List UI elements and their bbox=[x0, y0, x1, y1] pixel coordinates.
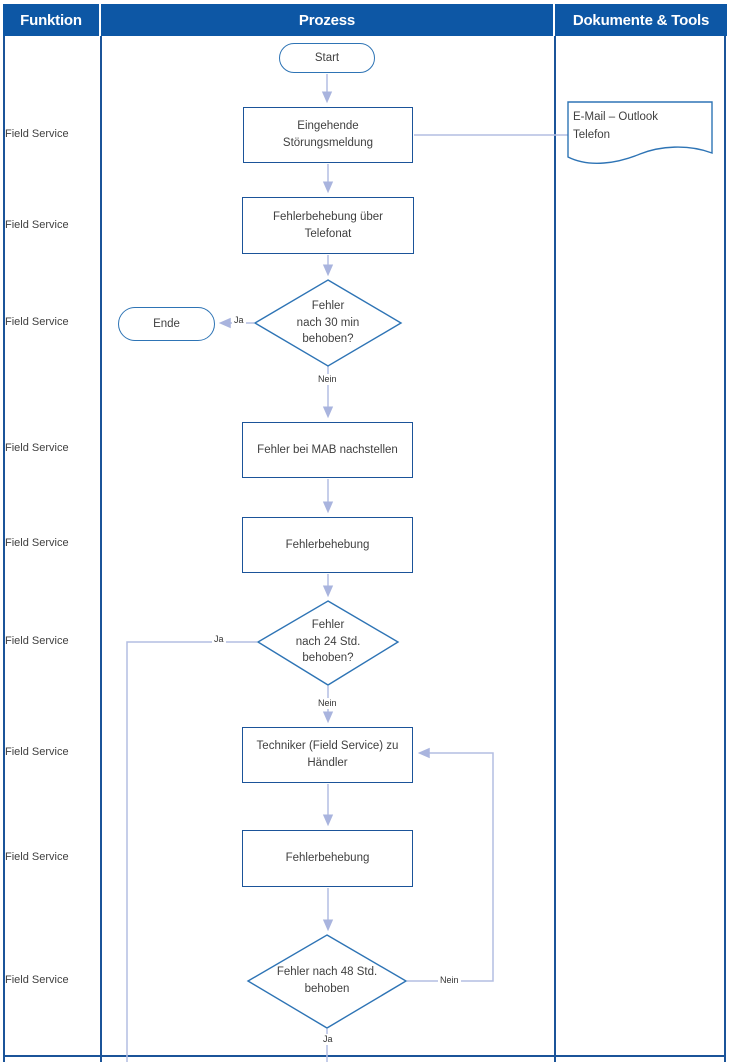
edge-label-d30-nein: Nein bbox=[316, 374, 339, 385]
lane-label-5: Field Service bbox=[5, 537, 69, 549]
fix-after-dealer-node: Fehlerbehebung bbox=[242, 830, 413, 887]
edge-label-d30-ja: Ja bbox=[232, 315, 246, 326]
decision-24h-label: Fehler nach 24 Std. behoben? bbox=[295, 618, 361, 665]
phone-fix-node: Fehlerbehebung über Telefonat bbox=[242, 197, 414, 254]
header-dokumente-tools: Dokumente & Tools bbox=[555, 4, 727, 36]
edge-decision48-nein-loop bbox=[407, 747, 494, 982]
fix-after-mab-node: Fehlerbehebung bbox=[242, 517, 413, 573]
lane-label-3: Field Service bbox=[5, 316, 69, 328]
header-funktion: Funktion bbox=[3, 4, 99, 36]
decision-48h-diamond bbox=[246, 934, 408, 1029]
lane-label-7: Field Service bbox=[5, 746, 69, 758]
lane-label-9: Field Service bbox=[5, 974, 69, 986]
edge-label-d48-ja: Ja bbox=[321, 1034, 335, 1045]
ende-node: Ende bbox=[118, 307, 215, 341]
lane-label-8: Field Service bbox=[5, 851, 69, 863]
start-node: Start bbox=[279, 43, 375, 73]
edge-decision24-ja-down bbox=[126, 641, 257, 1062]
mab-node: Fehler bei MAB nachstellen bbox=[242, 422, 413, 478]
technician-node: Techniker (Field Service) zu Händler bbox=[242, 727, 413, 783]
table-right-border bbox=[724, 36, 726, 1062]
decision-30min-label: Fehler nach 30 min behoben? bbox=[296, 299, 360, 346]
lane-label-4: Field Service bbox=[5, 442, 69, 454]
lane-divider-funktion-prozess bbox=[100, 36, 102, 1062]
lane-label-6: Field Service bbox=[5, 635, 69, 647]
edge-label-d24-nein: Nein bbox=[316, 698, 339, 709]
lane-label-2: Field Service bbox=[5, 219, 69, 231]
table-left-border bbox=[3, 36, 5, 1062]
edge-label-d48-nein: Nein bbox=[438, 975, 461, 986]
header-prozess-label: Prozess bbox=[298, 11, 356, 29]
decision-24h-diamond bbox=[256, 600, 400, 686]
lane-label-1: Field Service bbox=[5, 128, 69, 140]
document-shape bbox=[567, 101, 713, 164]
decision-30min-diamond bbox=[253, 279, 403, 367]
row-bottom-border bbox=[3, 1055, 726, 1057]
header-funktion-label: Funktion bbox=[20, 11, 82, 29]
lane-divider-prozess-dokumente bbox=[554, 36, 556, 1062]
document-label: E-Mail – Outlook Telefon bbox=[573, 111, 659, 141]
incoming-report-node: Eingehende Störungsmeldung bbox=[243, 107, 413, 163]
header-dokumente-tools-label: Dokumente & Tools bbox=[572, 11, 710, 29]
header-prozess: Prozess bbox=[101, 4, 553, 36]
edge-label-d24-ja: Ja bbox=[212, 634, 226, 645]
decision-48h-label: Fehler nach 48 Std. behoben bbox=[276, 966, 378, 995]
